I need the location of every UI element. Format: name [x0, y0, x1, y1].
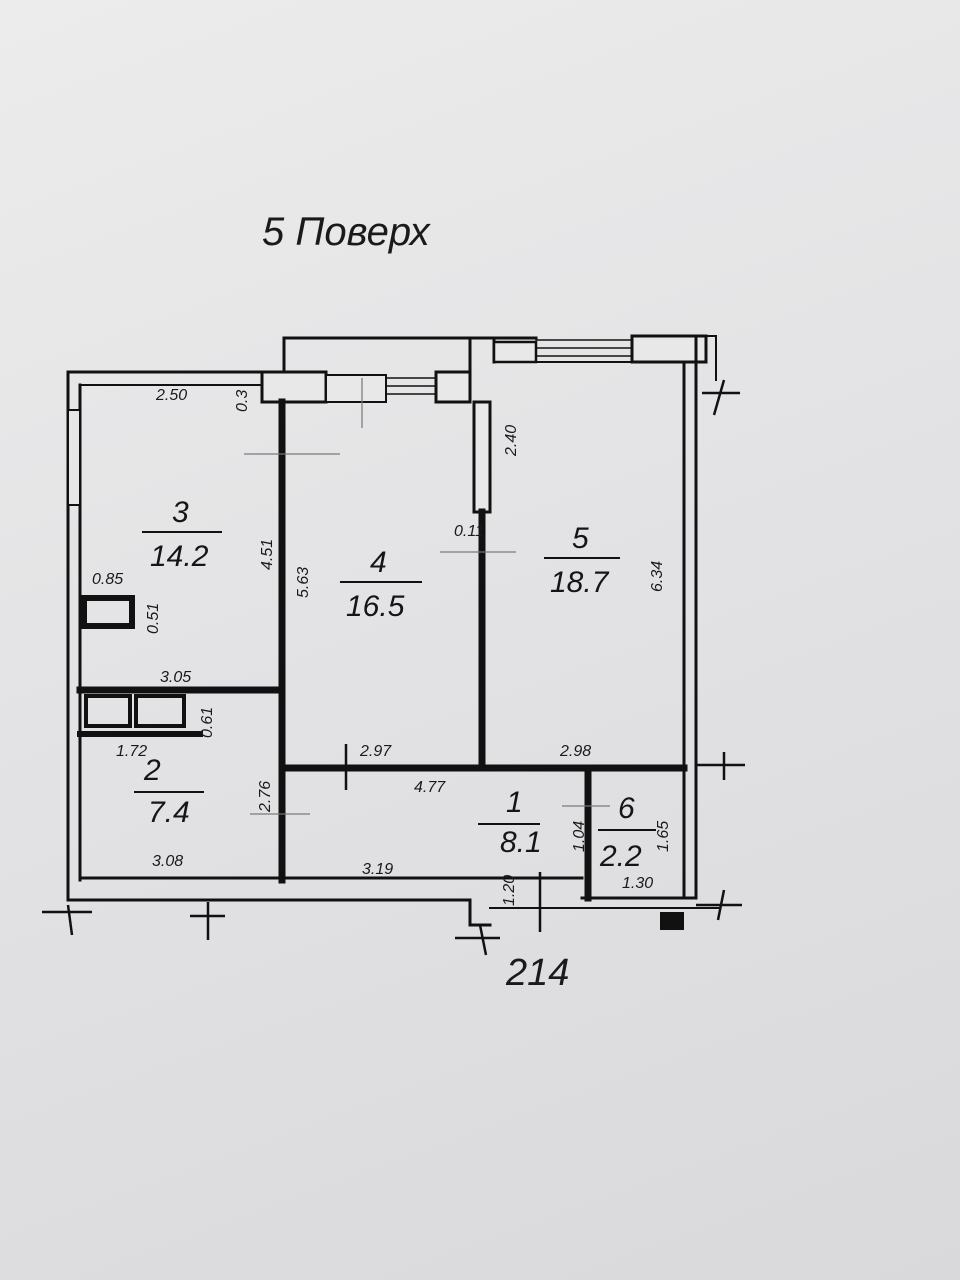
- dim-duct-width: 0.85: [92, 571, 123, 588]
- room-label-2: 27.4: [134, 754, 204, 829]
- room-label-3: 314.2: [142, 496, 222, 573]
- dim-r6-width: 1.30: [622, 875, 653, 892]
- room-area: 18.7: [550, 566, 610, 599]
- dim-r4-width: 2.97: [359, 743, 392, 760]
- room-number: 3: [172, 496, 189, 529]
- dim-pier: 0.11: [454, 523, 484, 540]
- dim-r6-height-right: 1.65: [655, 821, 672, 852]
- apartment-number: 214: [505, 952, 569, 994]
- room-label-4: 416.5: [340, 546, 422, 623]
- dim-r2-shaft-height: 0.61: [199, 707, 216, 738]
- axis-markers: [42, 379, 745, 956]
- dim-r2-bottom-width: 3.08: [152, 853, 183, 870]
- room-number: 5: [572, 522, 589, 555]
- dim-balcony-gap: 0.3: [234, 390, 251, 412]
- room-area: 7.4: [148, 796, 190, 829]
- dim-r2-top-width: 3.05: [160, 669, 191, 686]
- dim-r4-height: 5.63: [295, 567, 312, 598]
- dim-r2-left-width: 1.72: [116, 743, 147, 760]
- room-label-1: 18.1: [478, 786, 542, 859]
- dim-r3-height: 4.51: [259, 539, 276, 570]
- walls: [66, 334, 721, 930]
- dim-hall-width: 4.77: [414, 779, 446, 796]
- dim-door-width: 1.20: [501, 875, 518, 906]
- dim-r2-height: 2.76: [257, 781, 274, 813]
- room-area: 16.5: [346, 590, 405, 623]
- room-number: 1: [506, 786, 523, 819]
- dimension-labels: 2.50 0.3 2.40 0.11 4.51 5.63 6.34 0.85 0…: [92, 387, 672, 906]
- dim-r6-height-left: 1.04: [571, 821, 588, 852]
- faint-axis-lines: [244, 378, 610, 815]
- room-area: 8.1: [500, 826, 542, 859]
- room-area: 2.2: [599, 840, 642, 873]
- room-label-5: 518.7: [544, 522, 620, 599]
- dim-r3-width-top: 2.50: [155, 387, 187, 404]
- dim-r5-width: 2.98: [559, 743, 591, 760]
- dim-hall-bottom-width: 3.19: [362, 861, 393, 878]
- room-label-6: 62.2: [598, 792, 656, 873]
- room-area: 14.2: [150, 540, 209, 573]
- floor-title: 5 Поверх: [262, 210, 432, 254]
- room-number: 2: [143, 754, 161, 787]
- dim-duct-height: 0.51: [145, 603, 162, 634]
- room-number: 4: [370, 546, 387, 579]
- dim-r5-upper-wall: 2.40: [503, 425, 520, 457]
- dim-r5-height: 6.34: [649, 561, 666, 592]
- room-number: 6: [618, 792, 635, 825]
